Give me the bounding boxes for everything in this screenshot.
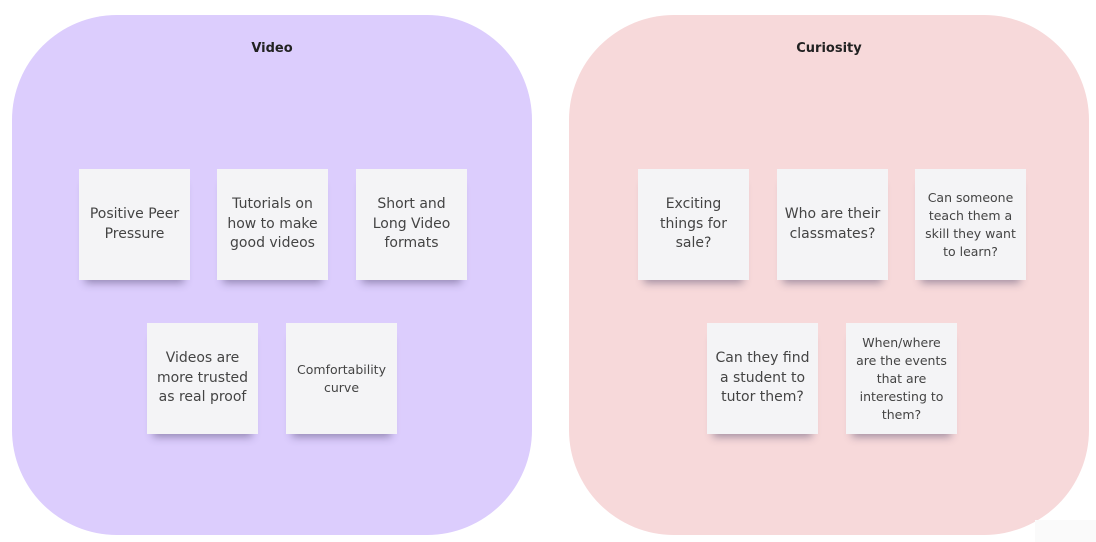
frame-title: Curiosity (796, 41, 862, 56)
sticky-note[interactable]: When/where are the events that are inter… (846, 323, 957, 434)
sticky-note[interactable]: Positive Peer Pressure (79, 169, 190, 280)
sticky-note[interactable]: Tutorials on how to make good videos (217, 169, 328, 280)
sticky-note[interactable]: Videos are more trusted as real proof (147, 323, 258, 434)
frame-title: Video (251, 41, 293, 56)
sticky-note[interactable]: Comfortability curve (286, 323, 397, 434)
sticky-note[interactable]: Exciting things for sale? (638, 169, 749, 280)
corner-panel (1035, 520, 1096, 542)
sticky-note[interactable]: Can they find a student to tutor them? (707, 323, 818, 434)
sticky-note[interactable]: Short and Long Video formats (356, 169, 467, 280)
sticky-note[interactable]: Who are their classmates? (777, 169, 888, 280)
sticky-note[interactable]: Can someone teach them a skill they want… (915, 169, 1026, 280)
